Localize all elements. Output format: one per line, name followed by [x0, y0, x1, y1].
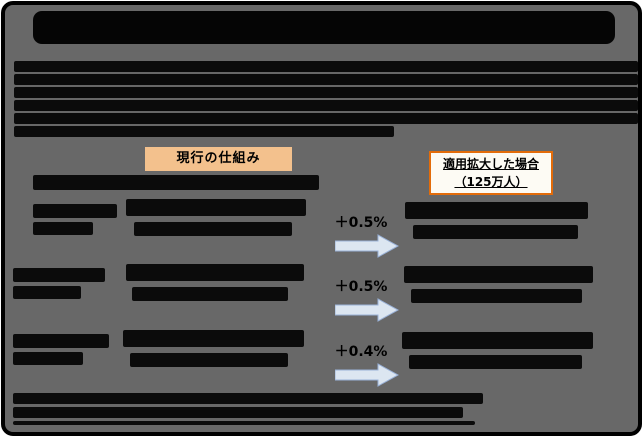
- redacted-row2-current-value: [132, 287, 288, 301]
- row3-delta-label: ＋0.4%: [334, 344, 388, 360]
- redacted-row3-current-value: [130, 353, 288, 367]
- redacted-row1-expanded-value: [413, 225, 578, 239]
- right-arrow-icon: [335, 363, 399, 387]
- redacted-paragraph-line: [14, 87, 638, 98]
- row2-delta-label: ＋0.5%: [334, 279, 388, 295]
- redacted-paragraph-line: [14, 74, 638, 85]
- redacted-subheading: [33, 175, 319, 190]
- redacted-row1-current-value: [134, 222, 292, 236]
- redacted-row2-current-value: [126, 264, 304, 281]
- redacted-row1-label: [33, 204, 117, 218]
- redacted-paragraph-line: [14, 113, 638, 124]
- redacted-footnote-rule: [13, 421, 475, 425]
- redacted-row1-expanded-value: [405, 202, 588, 219]
- current-system-header: 現行の仕組み: [145, 147, 292, 171]
- right-arrow-icon: [335, 234, 399, 258]
- expanded-case-label-line1: 適用拡大した場合: [442, 157, 539, 171]
- redacted-row2-expanded-value: [404, 266, 593, 283]
- redacted-paragraph-line: [14, 126, 394, 137]
- redacted-row3-label: [13, 352, 83, 365]
- redacted-row3-expanded-value: [409, 355, 582, 369]
- redacted-row3-label: [13, 334, 109, 348]
- expanded-case-header: 適用拡大した場合 （125万人）: [429, 151, 553, 195]
- redacted-paragraph-line: [14, 61, 638, 72]
- redacted-footnote-line: [13, 407, 463, 418]
- redacted-footnote-line: [13, 393, 483, 404]
- redacted-row1-label: [33, 222, 93, 235]
- redacted-row2-expanded-value: [411, 289, 582, 303]
- redacted-title-bar: [33, 11, 615, 44]
- redacted-row3-current-value: [123, 330, 304, 347]
- current-system-label: 現行の仕組み: [176, 151, 261, 166]
- expanded-case-label-line2: （125万人）: [454, 175, 528, 189]
- redacted-row1-current-value: [126, 199, 306, 216]
- redacted-paragraph-line: [14, 100, 638, 111]
- redacted-row2-label: [13, 286, 81, 299]
- row1-delta-label: ＋0.5%: [334, 215, 388, 231]
- right-arrow-icon: [335, 298, 399, 322]
- redacted-row2-label: [13, 268, 105, 282]
- redacted-row3-expanded-value: [402, 332, 593, 349]
